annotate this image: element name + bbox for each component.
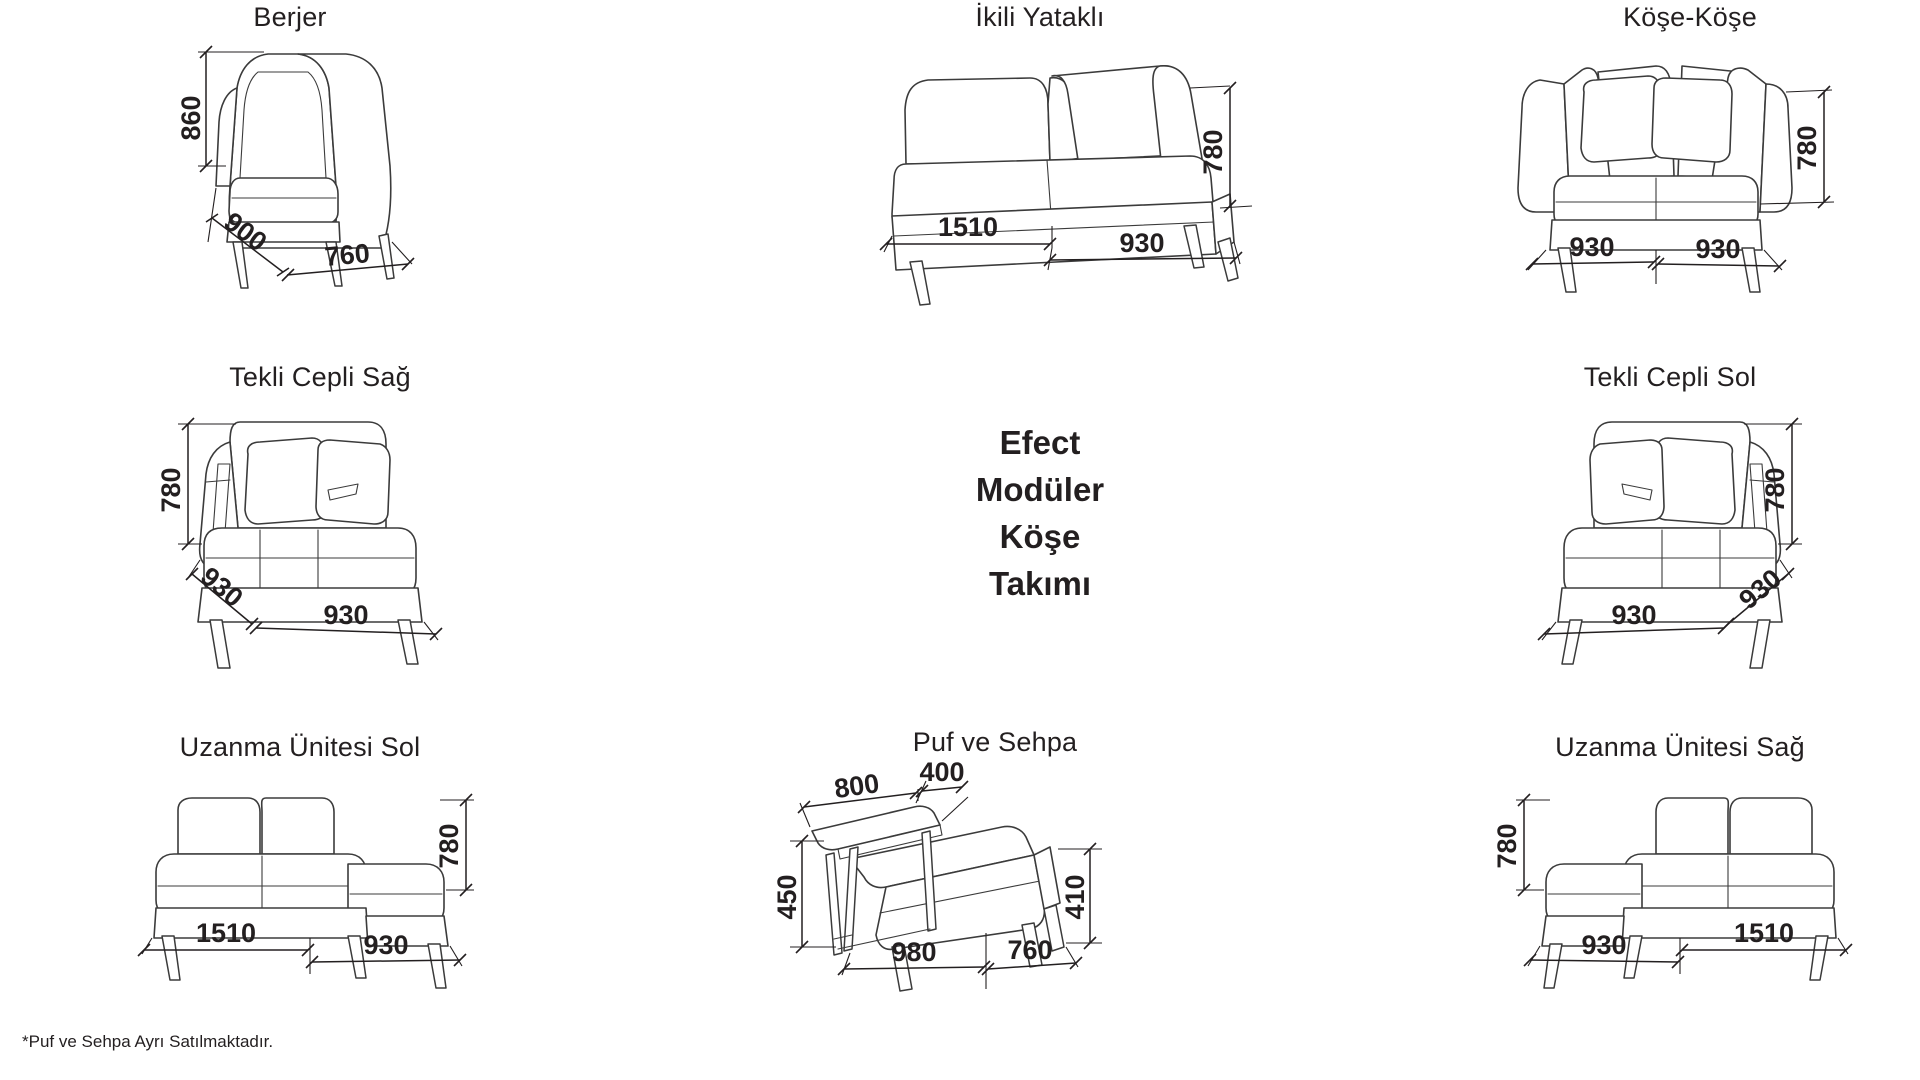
item-tekli-cepli-sag: Tekli Cepli Sağ xyxy=(80,360,550,700)
dim-label-puf-450: 450 xyxy=(772,874,802,919)
dim-uzanma-sag-930: 930 xyxy=(1523,930,1685,974)
dim-kose-780: 780 xyxy=(1759,85,1835,209)
footnote: *Puf ve Sehpa Ayrı Satılmaktadır. xyxy=(22,1032,274,1051)
dim-label-uzanma-sag-1510: 1510 xyxy=(1734,918,1794,948)
dim-ikili-930: 930 xyxy=(1043,228,1243,271)
title-line-2: Modüler xyxy=(975,470,1105,508)
uzanma-sol-legs xyxy=(161,935,447,989)
dim-label-puf-800: 800 xyxy=(832,768,881,804)
uzanma-sag-body xyxy=(1541,797,1837,989)
caption-tekli-cepli-sag: Tekli Cepli Sağ xyxy=(229,362,411,392)
dim-tekli-sag-780: 780 xyxy=(156,417,236,551)
dim-label-tekli-sag-780: 780 xyxy=(156,467,186,512)
table-body xyxy=(811,805,943,956)
berjer-legs xyxy=(232,233,395,289)
dim-puf-760: 760 xyxy=(981,935,1083,989)
dim-kose-930-left: 930 xyxy=(1525,232,1661,271)
caption-ikili-yatakli: İkili Yataklı xyxy=(975,2,1105,32)
dim-label-uzanma-sag-930: 930 xyxy=(1581,930,1626,960)
dim-uzanma-sag-780: 780 xyxy=(1492,793,1550,897)
caption-kose-kose: Köşe-Köşe xyxy=(1623,2,1757,32)
drawing-ikili-yatakli: 780 1510 930 xyxy=(879,65,1253,306)
center-title: Efect Modüler Köşe Takımı xyxy=(880,420,1200,607)
dim-uzanma-sol-780: 780 xyxy=(434,793,474,897)
dim-puf-450: 450 xyxy=(772,834,836,954)
dim-label-tekli-sag-930-width: 930 xyxy=(323,600,368,630)
drawing-puf-ve-sehpa: 400 800 450 xyxy=(772,757,1102,992)
title-line-4: Takımı xyxy=(988,564,1092,602)
dim-tekli-sol-780: 780 xyxy=(1744,417,1802,551)
dim-tekli-sol-930-width: 930 xyxy=(1537,600,1731,641)
dim-label-ikili-780: 780 xyxy=(1198,129,1228,174)
drawing-kose-kose: 780 930 930 xyxy=(1517,65,1835,293)
kose-legs xyxy=(1557,247,1761,293)
dim-uzanma-sol-1510: 1510 xyxy=(137,918,315,958)
dim-label-puf-400: 400 xyxy=(919,757,964,787)
dim-uzanma-sag-1510: 1510 xyxy=(1675,918,1853,958)
drawing-berjer: 860 900 760 xyxy=(176,45,415,289)
drawing-tekli-cepli-sol: 780 930 930 xyxy=(1537,417,1802,669)
dim-label-uzanma-sol-930: 930 xyxy=(363,930,408,960)
dim-label-puf-760: 760 xyxy=(1007,935,1052,965)
dim-label-berjer-860: 860 xyxy=(176,95,206,140)
caption-puf-ve-sehpa: Puf ve Sehpa xyxy=(912,727,1078,757)
drawing-tekli-cepli-sag: 780 930 930 xyxy=(156,417,443,669)
item-kose-kose: Köşe-Köşe xyxy=(1460,0,1920,330)
tekli-sag-body xyxy=(197,421,423,623)
caption-berjer: Berjer xyxy=(253,2,327,32)
dim-label-kose-780: 780 xyxy=(1792,125,1822,170)
dim-puf-980: 980 xyxy=(837,933,991,976)
dim-tekli-sag-930-width: 930 xyxy=(249,600,443,641)
dim-kose-930-right: 930 xyxy=(1651,234,1787,284)
dim-berjer-860: 860 xyxy=(176,45,264,173)
dim-label-kose-930-left: 930 xyxy=(1569,232,1614,262)
dim-label-ikili-930: 930 xyxy=(1119,228,1164,258)
item-tekli-cepli-sol: Tekli Cepli Sol xyxy=(1430,360,1900,700)
dim-uzanma-sol-930: 930 xyxy=(305,930,467,974)
dim-puf-400: 400 xyxy=(915,757,969,822)
dim-label-berjer-760: 760 xyxy=(323,238,371,272)
dim-label-kose-930-right: 930 xyxy=(1695,234,1740,264)
ikili-legs xyxy=(909,224,1239,306)
dim-puf-410: 410 xyxy=(1058,842,1102,950)
caption-uzanma-sol: Uzanma Ünitesi Sol xyxy=(179,732,421,762)
caption-tekli-cepli-sol: Tekli Cepli Sol xyxy=(1583,362,1757,392)
item-ikili-yatakli: İkili Yataklı xyxy=(760,0,1320,330)
dim-label-tekli-sol-780: 780 xyxy=(1760,467,1790,512)
dim-label-tekli-sol-930-width: 930 xyxy=(1611,600,1656,630)
item-uzanma-sag: Uzanma Ünitesi Sağ xyxy=(1420,730,1920,1070)
dim-ikili-780: 780 xyxy=(1189,81,1253,213)
tekli-sag-legs xyxy=(209,619,419,669)
caption-uzanma-sag: Uzanma Ünitesi Sağ xyxy=(1555,732,1805,762)
title-line-1: Efect xyxy=(999,424,1081,461)
dim-label-uzanma-sol-780: 780 xyxy=(434,823,464,868)
item-puf-ve-sehpa: Puf ve Sehpa xyxy=(772,725,1280,1075)
dim-label-puf-980: 980 xyxy=(891,937,936,967)
title-line-3: Köşe xyxy=(999,517,1081,555)
uzanma-sol-body xyxy=(153,797,449,947)
kose-body xyxy=(1517,65,1793,251)
item-uzanma-sol: Uzanma Ünitesi Sol xyxy=(70,730,570,1070)
dim-puf-800: 800 xyxy=(797,768,923,828)
dim-label-ikili-1510: 1510 xyxy=(938,212,998,242)
dim-berjer-760: 760 xyxy=(281,238,415,282)
ikili-body xyxy=(891,65,1235,271)
dim-label-puf-410: 410 xyxy=(1060,874,1090,919)
dim-label-uzanma-sag-780: 780 xyxy=(1492,823,1522,868)
drawing-uzanma-sag: 780 930 1510 xyxy=(1492,793,1853,989)
dim-ikili-1510: 1510 xyxy=(879,212,1057,253)
item-berjer: Berjer xyxy=(90,0,510,330)
drawing-uzanma-sol: 780 1510 930 xyxy=(137,793,474,989)
dim-label-uzanma-sol-1510: 1510 xyxy=(196,918,256,948)
tekli-sol-body xyxy=(1557,421,1783,669)
